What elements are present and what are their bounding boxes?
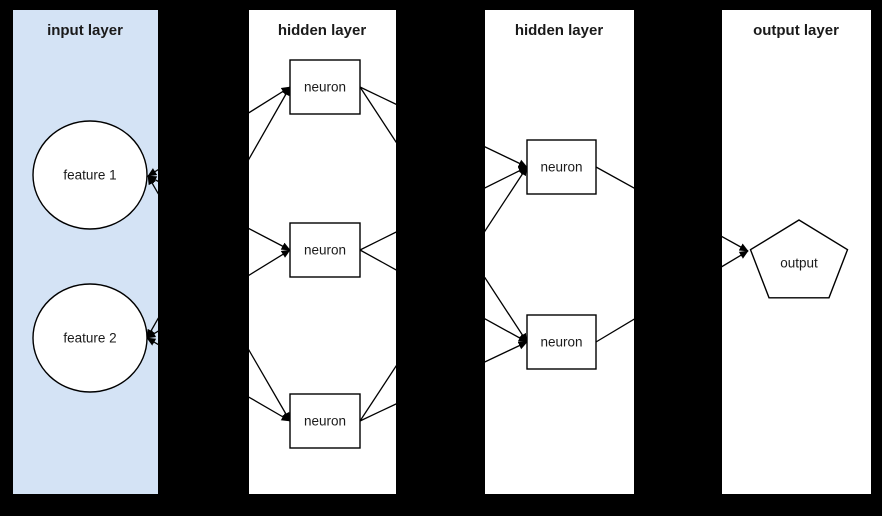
edge-clip-output — [722, 235, 749, 252]
layer-titles: input layer hidden layer hidden layer outpu… — [47, 22, 839, 39]
node-shape-h2n2 — [526, 314, 597, 370]
edge-clip-hidden2 — [485, 276, 528, 343]
node-shape-feature2 — [32, 283, 148, 393]
edge-feature2-to-h1n2 — [249, 249, 291, 276]
edge-feature1-to-h1n1 — [249, 86, 291, 114]
edge-clip-output — [722, 250, 749, 268]
edge-h1n2-to-h2n1 — [485, 166, 528, 189]
edge-clip-hidden1 — [359, 365, 396, 422]
edge-clip-hidden1 — [249, 86, 291, 114]
edge-h1n1-to-h2n2 — [485, 276, 528, 343]
node-label-h2n1: neuron — [540, 160, 582, 175]
layer-nodes: feature 1 feature 2 neuron neuron neuron neur… — [32, 59, 849, 449]
node-label-feature1: feature 1 — [63, 168, 116, 183]
edge-clip-hidden1 — [249, 86, 291, 161]
edge-clip-hidden2 — [485, 166, 528, 189]
node-label-feature2: feature 2 — [63, 331, 116, 346]
edge-h1n3-to-h2n2 — [485, 341, 528, 363]
edge-clip-hidden2 — [485, 318, 528, 343]
edge-clip-hidden1 — [249, 396, 291, 422]
node-label-h1n3: neuron — [304, 414, 346, 429]
layer-panels — [13, 10, 871, 494]
edge-h1n3-to-h2n2 — [359, 403, 396, 422]
edge-h1n2-to-h2n2 — [359, 249, 396, 271]
node-shape-h2n1 — [526, 139, 597, 195]
edge-h2n1-to-out1 — [595, 166, 634, 189]
edge-h1n1-to-h2n1 — [359, 86, 396, 105]
node-shape-out1 — [749, 219, 849, 299]
edge-feature2-to-h1n3 — [249, 396, 291, 422]
edge-h2n2-to-out1 — [722, 250, 749, 268]
layer-title-hidden2: hidden layer — [515, 22, 604, 39]
edge-h2n1-to-out1 — [722, 235, 749, 252]
edge-clip-hidden1 — [359, 86, 396, 144]
edge-feature2-to-h1n1 — [249, 86, 291, 161]
edge-clip-hidden2 — [595, 318, 634, 343]
node-shape-h1n2 — [289, 222, 361, 278]
layer-title-input: input layer — [47, 22, 123, 39]
node-label-h1n2: neuron — [304, 243, 346, 258]
edge-h1n2-to-h2n1 — [359, 231, 396, 251]
edge-h1n3-to-h2n1 — [359, 365, 396, 422]
edge-clip-hidden1 — [359, 403, 396, 422]
edge-feature1-to-h1n3 — [249, 348, 291, 422]
edge-clip-hidden1 — [249, 249, 291, 276]
node-shape-feature1 — [32, 120, 148, 230]
edge-clip-hidden1 — [359, 249, 396, 271]
edge-clip-hidden2 — [485, 341, 528, 363]
layer-panel-hidden2 — [485, 10, 634, 494]
layer-title-hidden1: hidden layer — [278, 22, 367, 39]
layer-panel-input — [13, 10, 158, 494]
node-label-h1n1: neuron — [304, 80, 346, 95]
edge-h1n3-to-h2n1 — [485, 166, 528, 233]
connection-edges — [146, 86, 749, 422]
node-shape-h1n1 — [289, 59, 361, 115]
edge-feature1-to-h1n2 — [249, 227, 291, 251]
node-label-h2n2: neuron — [540, 335, 582, 350]
edge-clip-hidden2 — [595, 166, 634, 189]
layer-title-output: output layer — [753, 22, 839, 39]
edge-clip-hidden2 — [485, 166, 528, 233]
node-shape-h1n3 — [289, 393, 361, 449]
node-label-out1: output — [780, 256, 818, 271]
edge-clip-hidden2 — [485, 146, 528, 168]
edge-clip-hidden1 — [249, 348, 291, 422]
edge-h1n2-to-h2n2 — [485, 318, 528, 343]
edge-clip-hidden1 — [359, 231, 396, 251]
edge-h1n1-to-h2n1 — [485, 146, 528, 168]
edge-clip-hidden1 — [359, 86, 396, 105]
edge-h1n1-to-h2n2 — [359, 86, 396, 144]
edge-clip-hidden1 — [249, 227, 291, 251]
edge-h2n2-to-out1 — [595, 318, 634, 343]
